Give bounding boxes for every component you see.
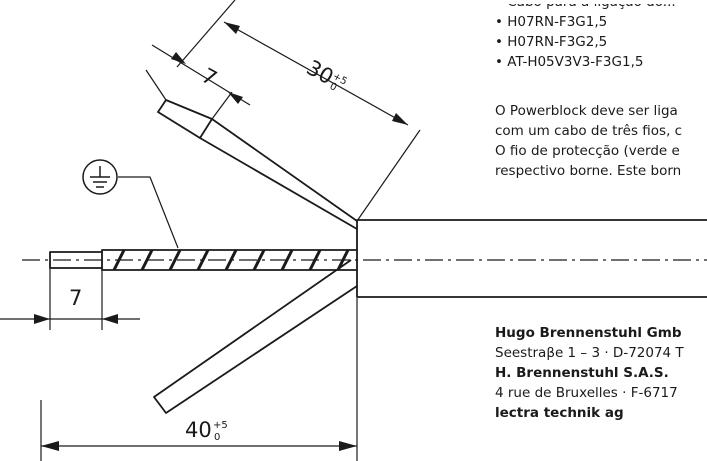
company-name: H. Brennenstuhl S.A.S.	[495, 365, 669, 381]
company-name: lectra technik ag	[495, 405, 624, 421]
dim-7-top-value: 7	[198, 63, 221, 90]
protective-earth-icon	[82, 159, 118, 195]
upper-stripped-tip	[157, 99, 213, 139]
instruction-paragraph: O Powerblock deve ser liga com um cabo d…	[495, 101, 682, 181]
list-item: • H07RN-F3G2,5	[495, 34, 608, 50]
earth-stripped-tip	[49, 251, 102, 269]
upper-conductor	[199, 118, 358, 230]
cable-sheath	[356, 219, 707, 298]
list-item-partial: • Cabo para a ligação do...	[495, 0, 676, 10]
earth-conductor	[101, 249, 357, 271]
paragraph-line: O Powerblock deve ser liga	[495, 103, 678, 119]
address-block: Hugo Brennenstuhl Gmb Seestraβe 1 – 3 · …	[495, 323, 684, 423]
dim-30-tol-lower: 0	[328, 81, 339, 94]
dim-7-left-value: 7	[69, 286, 82, 310]
company-address: 4 rue de Bruxelles · F-6717	[495, 385, 678, 401]
cable-type-list: • Cabo para a ligação do... • H07RN-F3G1…	[495, 0, 676, 74]
lower-conductor	[153, 259, 358, 414]
company-address: Seestraβe 1 – 3 · D-72074 T	[495, 345, 684, 361]
list-item: • H07RN-F3G1,5	[495, 14, 608, 30]
dim-40-tol-upper: +5	[213, 420, 228, 431]
dim-30-line	[223, 21, 409, 126]
list-item: • AT-H05V3V3-F3G1,5	[495, 54, 644, 70]
paragraph-line: respectivo borne. Este born	[495, 163, 682, 179]
dim-40-tol-lower: 0	[214, 432, 220, 443]
paragraph-line: O fio de protecção (verde e	[495, 143, 680, 159]
dim-40-value: 40	[185, 418, 212, 442]
paragraph-line: com um cabo de três fios, c	[495, 123, 683, 139]
company-name: Hugo Brennenstuhl Gmb	[495, 325, 682, 341]
